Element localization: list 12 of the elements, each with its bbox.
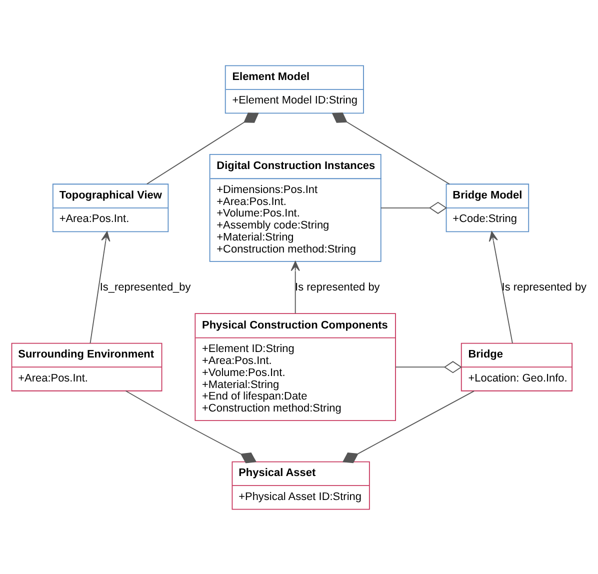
connector xyxy=(342,390,475,463)
edge-label: Is represented by xyxy=(295,280,380,293)
arrow xyxy=(90,230,110,344)
arrow xyxy=(290,260,300,314)
edge-label: Is_represented_by xyxy=(100,280,191,293)
connector xyxy=(332,112,450,184)
connector xyxy=(380,201,448,214)
arrow xyxy=(488,230,513,344)
connector xyxy=(395,360,462,373)
connector xyxy=(125,390,256,463)
connector xyxy=(146,112,259,184)
edge-label: Is represented by xyxy=(502,280,587,293)
